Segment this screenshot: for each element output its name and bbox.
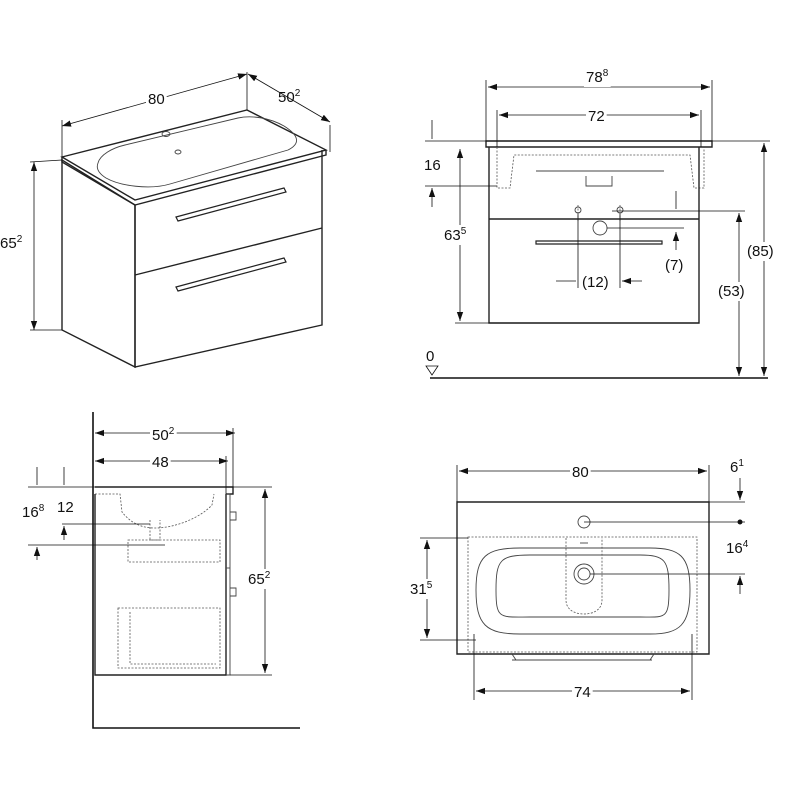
top-depth-label: 315 (410, 580, 433, 598)
top-view: 80 61 164 315 74 (408, 458, 749, 702)
label-backing (745, 242, 776, 261)
front-drain-height-label: (53) (718, 283, 745, 300)
label-backing (150, 425, 177, 445)
side-front-panel (226, 493, 231, 676)
front-cabinet (488, 147, 700, 324)
side-drain-hidden (149, 520, 161, 541)
front-inner-width-label: 72 (588, 108, 605, 125)
top-cabinet-hidden (467, 536, 698, 653)
top-drain-pipe-hidden (565, 538, 603, 615)
side-upper-drawer-hidden (127, 539, 221, 563)
basin-bowl (96, 116, 297, 188)
label-backing (146, 90, 167, 109)
perspective-width-label: 80 (148, 91, 165, 108)
perspective-view: 80 502 652 (0, 72, 331, 369)
floor-level-marker (425, 365, 439, 376)
label-backing (580, 273, 611, 292)
front-cabinet-height-label: 635 (444, 226, 467, 244)
side-handle-lower (230, 587, 237, 597)
top-width-label: 80 (572, 464, 589, 481)
lower-drawer-handle (175, 257, 287, 292)
side-basin-depth-label: 168 (22, 503, 45, 521)
label-backing (572, 683, 593, 702)
basin-top (60, 109, 328, 201)
label-backing (716, 282, 747, 301)
side-inner-depth-label: 48 (152, 454, 169, 471)
faucet-hole (161, 131, 171, 137)
side-handle-upper (230, 511, 237, 521)
top-basin-outline (456, 501, 710, 655)
label-backing (586, 107, 607, 126)
upper-drawer-handle (175, 187, 287, 222)
perspective-depth-label: 502 (278, 88, 301, 106)
front-drain-pipe (592, 220, 608, 236)
top-handle (511, 653, 655, 661)
front-supply-left (574, 206, 582, 214)
label-backing (408, 579, 435, 599)
label-backing (150, 453, 171, 472)
side-basin-top (95, 486, 234, 495)
front-top-width-label: 788 (586, 68, 609, 86)
perspective-depth-dimension (247, 73, 331, 123)
top-faucet-offset-point (737, 519, 743, 525)
top-faucet-offset-label: 61 (730, 458, 744, 476)
top-bowl-inner (495, 554, 670, 618)
front-basin-top (485, 140, 713, 148)
side-depth-label: 502 (152, 426, 175, 444)
floor-level-label: 0 (426, 348, 434, 365)
label-backing (442, 225, 469, 245)
label-backing (584, 67, 611, 87)
cabinet-side-panel (61, 158, 136, 369)
top-bowl-width-label: 74 (574, 684, 591, 701)
top-drain-inner (577, 567, 591, 581)
label-backing (0, 233, 25, 253)
front-basin-height-label: 16 (424, 157, 441, 174)
front-basin-hidden-bowl (496, 147, 705, 189)
front-total-height-label: (85) (747, 243, 774, 260)
front-drain (585, 176, 613, 187)
front-drain-offset-label: (7) (665, 257, 683, 274)
side-wall-and-floor (92, 412, 300, 729)
overflow-hole (174, 149, 182, 155)
front-drawer-handle (535, 240, 663, 245)
cabinet-front (134, 150, 323, 368)
side-height-label: 652 (248, 570, 271, 588)
top-bowl-outer (475, 547, 691, 635)
front-view: 0 788 72 16 635 (85) (53) (7) (12) (424, 67, 776, 379)
side-cabinet (94, 494, 227, 676)
side-bowl-depth-label: 12 (57, 499, 74, 516)
drawer-split-line (134, 227, 323, 276)
label-backing (570, 463, 591, 482)
side-view: 502 48 168 12 652 (22, 412, 300, 729)
perspective-height-label: 652 (0, 234, 23, 252)
side-basin-bowl-hidden (95, 493, 215, 529)
front-supply-right (616, 206, 624, 214)
label-backing (246, 569, 273, 589)
front-drain-spacing-label: (12) (582, 274, 609, 291)
top-drain-offset-label: 164 (726, 539, 749, 557)
side-lower-drawer-hidden (117, 607, 221, 669)
